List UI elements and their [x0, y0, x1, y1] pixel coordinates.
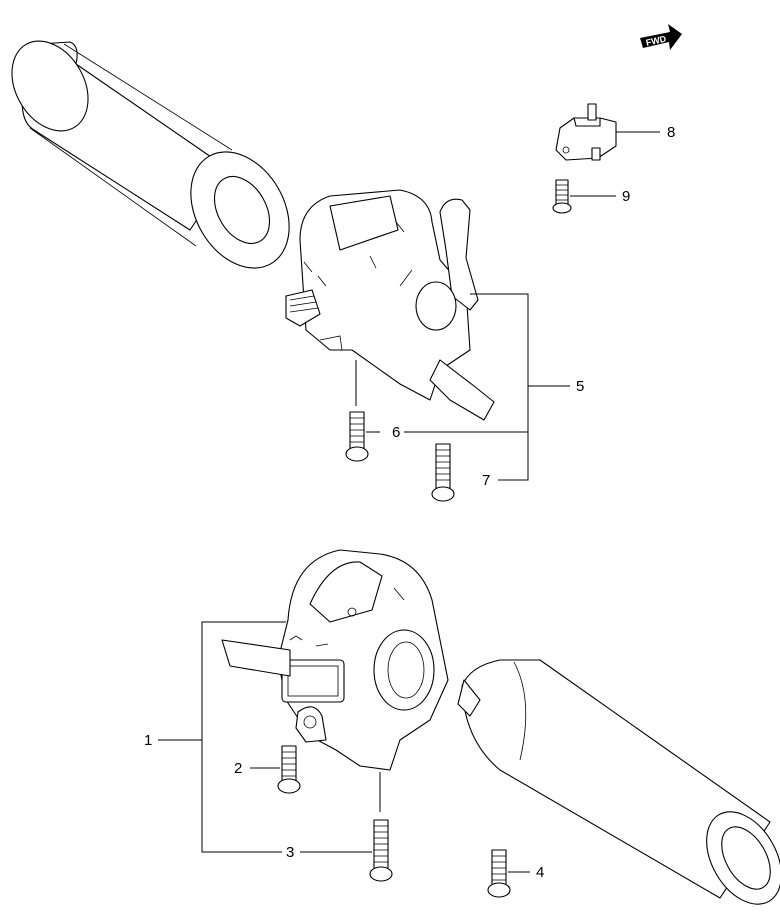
screw-9	[552, 179, 572, 214]
screw-4	[487, 849, 511, 898]
callout-1: 1	[144, 732, 152, 749]
left-grip	[11, 40, 290, 269]
callout-7: 7	[482, 472, 490, 489]
right-grip	[457, 659, 780, 905]
right-switch-housing	[285, 189, 495, 421]
callout-4: 4	[536, 864, 544, 881]
screw-2	[277, 745, 301, 794]
fwd-arrow-icon: FWD	[640, 24, 682, 50]
leader-lines	[158, 131, 660, 873]
fwd-label: FWD	[645, 34, 668, 48]
screw-7	[431, 443, 455, 502]
callout-3: 3	[286, 844, 294, 861]
callout-6: 6	[392, 424, 400, 441]
switch-part-8	[555, 103, 617, 161]
screw-6	[345, 411, 369, 462]
callout-5: 5	[576, 378, 584, 395]
screw-3	[369, 819, 393, 882]
callout-9: 9	[622, 188, 630, 205]
callout-8: 8	[667, 124, 675, 141]
callout-2: 2	[234, 760, 242, 777]
left-switch-housing	[221, 549, 449, 771]
